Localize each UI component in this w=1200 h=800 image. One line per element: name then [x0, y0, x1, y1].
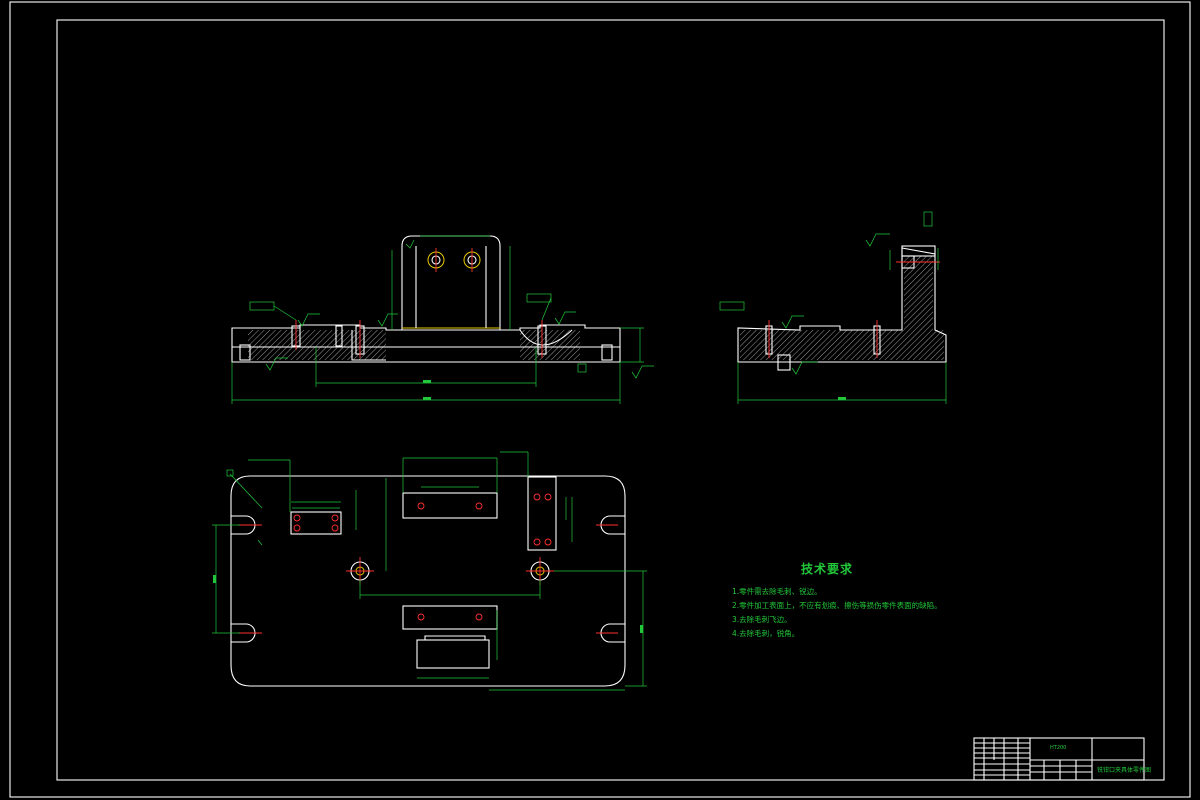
requirement-2: 2.零件加工表面上，不应有划痕、擦伤等损伤零件表面的缺陷。 [732, 601, 942, 610]
title-block-material: HT200 [1050, 745, 1067, 751]
requirement-4: 4.去除毛刺，锐角。 [732, 629, 800, 638]
technical-requirements-title: 技术要求 [800, 562, 853, 576]
requirement-1: 1.零件需去除毛刺、锐边。 [732, 587, 822, 596]
outer-border [9, 1, 1191, 798]
requirement-3: 3.去除毛刺飞边。 [732, 615, 792, 624]
inner-border [56, 19, 1165, 781]
title-block [973, 737, 1145, 781]
top-view [212, 451, 647, 691]
front-view [231, 235, 654, 404]
title-block-drawing-name: 铣钳口夹具体零件图 [1097, 767, 1152, 774]
side-view [719, 211, 947, 404]
technical-requirements: 技术要求 1.零件需去除毛刺、锐边。 2.零件加工表面上，不应有划痕、擦伤等损伤… [732, 560, 972, 641]
